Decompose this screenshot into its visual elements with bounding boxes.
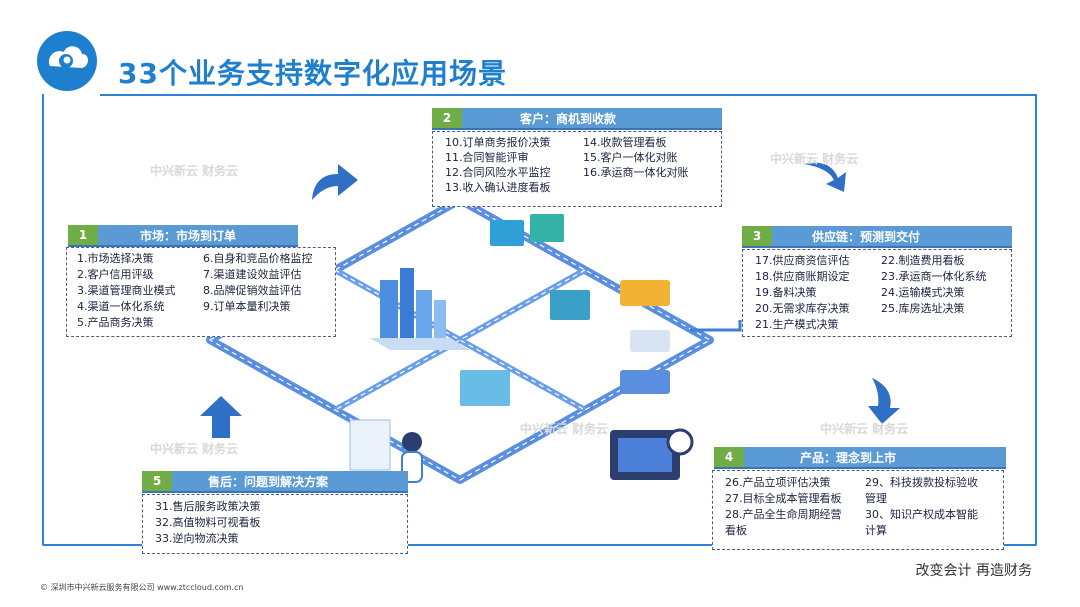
flow-arrow-icon: [312, 164, 358, 200]
card-header-after-sales: [142, 471, 408, 491]
card-supply-chain: 17.供应商资信评估 18.供应商账期设定 19.备料决策 20.无需求库存决策…: [742, 249, 1012, 337]
list-item: 13.收入确认进度看板: [445, 181, 551, 194]
city-buildings: [370, 268, 470, 350]
card-title: 市场：市场到订单: [140, 228, 237, 243]
list-item: 30、知识产权成本智能: [865, 508, 978, 521]
list-item: 4.渠道一体化系统: [77, 300, 165, 313]
card-number: 4: [714, 447, 744, 467]
watermark: 中兴新云 财务云: [770, 152, 859, 166]
content-frame: [42, 94, 1037, 546]
list-item: 25.库房选址决策: [881, 302, 965, 315]
list-item: 19.备料决策: [755, 286, 817, 299]
watermark: 中兴新云 财务云: [520, 422, 609, 436]
list-item: 管理: [865, 492, 887, 505]
list-item: 6.自身和竞品价格监控: [203, 252, 313, 265]
list-item: 9.订单本量利决策: [203, 300, 291, 313]
card-number: 1: [68, 225, 98, 245]
card-header-market: [68, 225, 298, 245]
flow-arrow-icon: [868, 378, 900, 424]
card-header-supply-chain: [742, 226, 1012, 246]
page-title: 33个业务支持数字化应用场景: [118, 57, 507, 90]
list-item: 21.生产模式决策: [755, 318, 839, 331]
copyright: © 深圳市中兴新云服务有限公司 www.ztccloud.com.cn: [40, 583, 244, 592]
list-item: 计算: [865, 524, 887, 537]
card-customer: 10.订单商务报价决策 11.合同智能评审 12.合同风险水平监控 13.收入确…: [432, 131, 722, 207]
list-item: 33.逆向物流决策: [155, 532, 239, 545]
list-item: 20.无需求库存决策: [755, 302, 850, 315]
list-item: 8.品牌促销效益评估: [203, 284, 302, 297]
list-item: 1.市场选择决策: [77, 252, 154, 265]
list-item: 3.渠道管理商业模式: [77, 284, 176, 297]
flow-arrow-icon: [804, 162, 846, 192]
watermark: 中兴新云 财务云: [150, 442, 239, 456]
list-item: 10.订单商务报价决策: [445, 136, 551, 149]
card-after-sales: 31.售后服务政策决策 32.高值物料可视看板 33.逆向物流决策: [142, 494, 408, 554]
card-number: 5: [142, 471, 172, 491]
list-item: 14.收款管理看板: [583, 136, 667, 149]
card-number: 3: [742, 226, 772, 246]
list-item: 11.合同智能评审: [445, 151, 529, 164]
list-item: 23.承运商一体化系统: [881, 270, 987, 283]
list-item: 看板: [725, 524, 747, 537]
list-item: 12.合同风险水平监控: [445, 166, 551, 179]
list-item: 32.高值物料可视看板: [155, 516, 261, 529]
frame-top-line: [100, 94, 1035, 96]
card-market: 1.市场选择决策 2.客户信用评级 3.渠道管理商业模式 4.渠道一体化系统 5…: [66, 247, 336, 337]
list-item: 17.供应商资信评估: [755, 254, 850, 267]
list-item: 7.渠道建设效益评估: [203, 268, 302, 281]
list-item: 22.制造费用看板: [881, 254, 965, 267]
list-item: 18.供应商账期设定: [755, 270, 850, 283]
card-header-product: [714, 447, 1006, 467]
isometric-illustration: [150, 187, 742, 484]
list-item: 26.产品立项评估决策: [725, 476, 831, 489]
watermark: 中兴新云 财务云: [150, 164, 239, 178]
flow-arrow-icon: [200, 396, 242, 438]
card-title: 供应链：预测到交付: [812, 229, 921, 244]
card-title: 客户：商机到收款: [520, 111, 617, 126]
list-item: 28.产品全生命周期经营: [725, 508, 842, 521]
list-item: 27.目标全成本管理看板: [725, 492, 842, 505]
card-header-customer: [432, 108, 722, 128]
card-title: 售后：问题到解决方案: [208, 474, 329, 489]
card-product: 26.产品立项评估决策 27.目标全成本管理看板 28.产品全生命周期经营 看板…: [712, 470, 1004, 550]
list-item: 2.客户信用评级: [77, 268, 154, 281]
list-item: 31.售后服务政策决策: [155, 500, 261, 513]
watermark: 中兴新云 财务云: [820, 422, 909, 436]
list-item: 24.运输模式决策: [881, 286, 965, 299]
list-item: 15.客户一体化对账: [583, 151, 678, 164]
company-logo-icon: [37, 31, 97, 91]
list-item: 16.承运商一体化对账: [583, 166, 689, 179]
list-item: 29、科技拨款投标验收: [865, 476, 978, 489]
card-number: 2: [432, 108, 462, 128]
card-title: 产品：理念到上市: [800, 450, 897, 465]
slogan: 改变会计 再造财务: [915, 563, 1032, 579]
list-item: 5.产品商务决策: [77, 316, 154, 329]
